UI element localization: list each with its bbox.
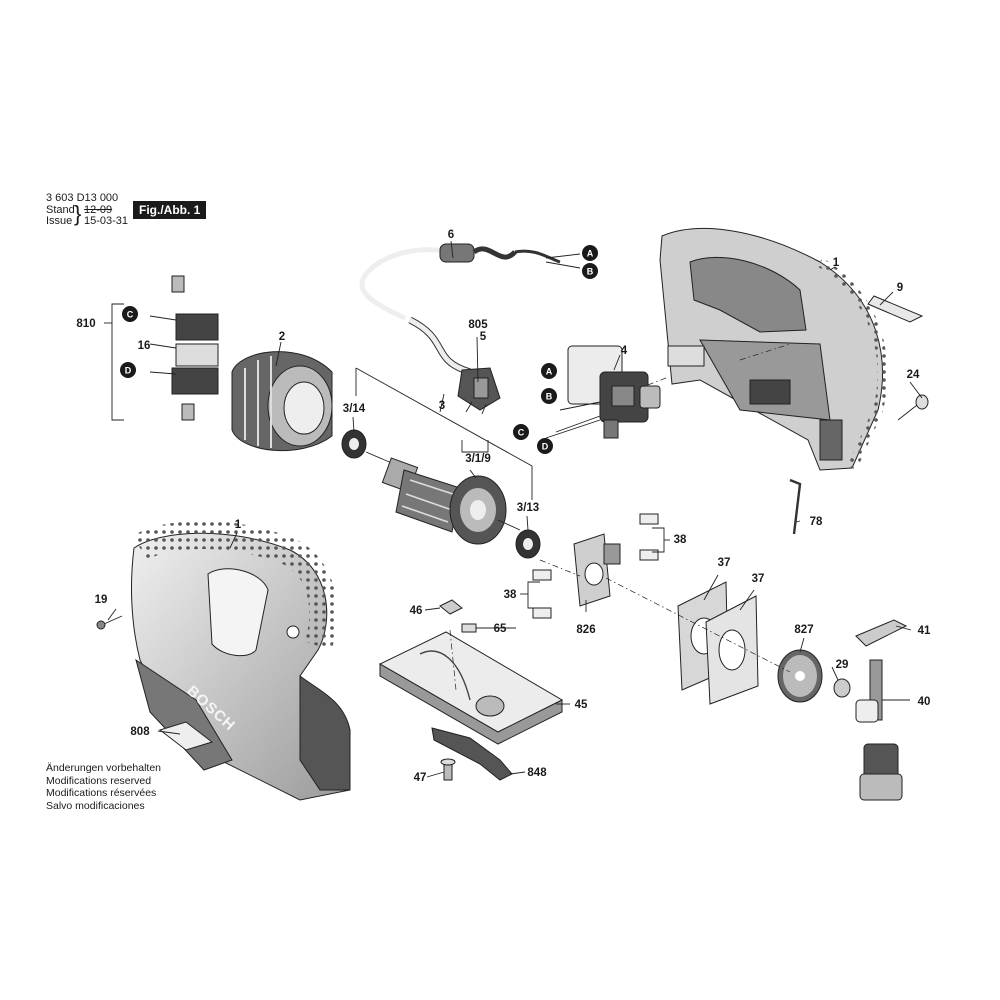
bushing-29 xyxy=(833,678,851,698)
label-41: 41 xyxy=(918,625,931,637)
label-826: 826 xyxy=(576,624,595,636)
spring-65 xyxy=(461,623,477,633)
svg-text:A: A xyxy=(587,249,594,259)
label-24: 24 xyxy=(907,369,920,381)
label-2: 2 xyxy=(279,331,285,343)
label-3: 3 xyxy=(439,400,445,412)
callout-b-switch: B xyxy=(541,388,557,404)
field-stator xyxy=(231,351,333,452)
label-808: 808 xyxy=(130,726,150,738)
label-827: 827 xyxy=(794,624,813,636)
note-de: Änderungen vorbehalten xyxy=(46,762,162,774)
nut-46 xyxy=(439,599,463,615)
callout-c-switch: C xyxy=(513,424,529,440)
clips-38 xyxy=(532,513,659,619)
issue-label: Issue xyxy=(46,215,73,227)
power-cord xyxy=(359,243,581,376)
balance-plates-37 xyxy=(677,581,759,705)
callout-d-brush: D xyxy=(120,362,136,378)
label-19: 19 xyxy=(95,594,108,606)
lever-41 xyxy=(855,619,908,647)
leader-lines xyxy=(104,240,923,778)
housing-half-outer: BOSCH xyxy=(131,521,351,801)
label-47: 47 xyxy=(414,772,427,784)
label-3-13: 3/13 xyxy=(517,502,539,514)
svg-text:D: D xyxy=(125,366,132,376)
label-9 xyxy=(867,295,924,323)
note-es: Salvo modificaciones xyxy=(46,799,145,812)
note-fr: Modifications réservées xyxy=(46,787,157,799)
label-1-bottom: 1 xyxy=(235,519,242,531)
label-9: 9 xyxy=(897,282,903,294)
label-65: 65 xyxy=(494,623,507,635)
base-plate-45 xyxy=(378,631,564,745)
mains-plug xyxy=(457,367,501,415)
callout-b-cord: B xyxy=(582,263,598,279)
pin-24 xyxy=(897,394,929,421)
bearing-plate-826 xyxy=(573,533,621,607)
callout-a-cord: A xyxy=(582,245,598,261)
svg-text:B: B xyxy=(546,392,553,402)
part-number-labels: 6 805 5 4 1 9 24 78 810 16 2 3/14 3 3/1/… xyxy=(76,229,931,784)
document-number: 3 603 D13 000 xyxy=(46,192,119,204)
switch-unit xyxy=(545,345,661,439)
label-805: 805 xyxy=(468,319,488,331)
callout-a-switch: A xyxy=(541,363,557,379)
label-6: 6 xyxy=(448,229,454,241)
label-4: 4 xyxy=(621,345,628,357)
label-3-1-9: 3/1/9 xyxy=(465,453,491,465)
modification-notes: Änderungen vorbehalten Modifications res… xyxy=(46,762,161,812)
label-848: 848 xyxy=(527,767,547,779)
label-38-right: 38 xyxy=(674,534,687,546)
svg-text:B: B xyxy=(587,267,594,277)
armature xyxy=(341,429,541,559)
callout-d-switch: D xyxy=(537,438,553,454)
stand-value: 12-09 xyxy=(84,204,113,216)
brush-holder xyxy=(149,275,219,421)
figure-badge: Fig./Abb. 1 xyxy=(133,201,207,219)
label-78: 78 xyxy=(810,516,823,528)
label-810: 810 xyxy=(76,318,95,330)
brace-glyph: } xyxy=(74,201,82,226)
label-46: 46 xyxy=(410,605,423,617)
hex-key-78 xyxy=(789,478,802,535)
gear-827 xyxy=(777,649,823,703)
label-37-a: 37 xyxy=(718,557,731,569)
label-1-top: 1 xyxy=(833,257,840,269)
svg-text:A: A xyxy=(546,367,553,377)
warning-label-808 xyxy=(158,721,214,751)
screw-19 xyxy=(96,615,123,630)
note-en: Modifications reserved xyxy=(46,774,152,787)
svg-text:D: D xyxy=(542,442,549,452)
label-40: 40 xyxy=(918,696,931,708)
issue-value: 15-03-31 xyxy=(84,215,129,227)
screw-47 xyxy=(440,758,456,781)
label-5: 5 xyxy=(480,331,487,343)
housing-half-inner xyxy=(659,228,888,471)
label-37-b: 37 xyxy=(752,573,765,585)
callout-markers: A B A B C D C D xyxy=(120,245,598,454)
stand-label: Stand xyxy=(46,204,75,216)
callout-c-brush: C xyxy=(122,306,138,322)
plunger-40 xyxy=(855,659,903,801)
label-29: 29 xyxy=(836,659,849,671)
label-45: 45 xyxy=(575,699,588,711)
label-3-14: 3/14 xyxy=(343,403,366,415)
label-38-left: 38 xyxy=(504,589,517,601)
clamp-848 xyxy=(431,727,513,781)
label-16: 16 xyxy=(138,340,151,352)
svg-text:C: C xyxy=(518,428,525,438)
svg-text:C: C xyxy=(127,310,134,320)
